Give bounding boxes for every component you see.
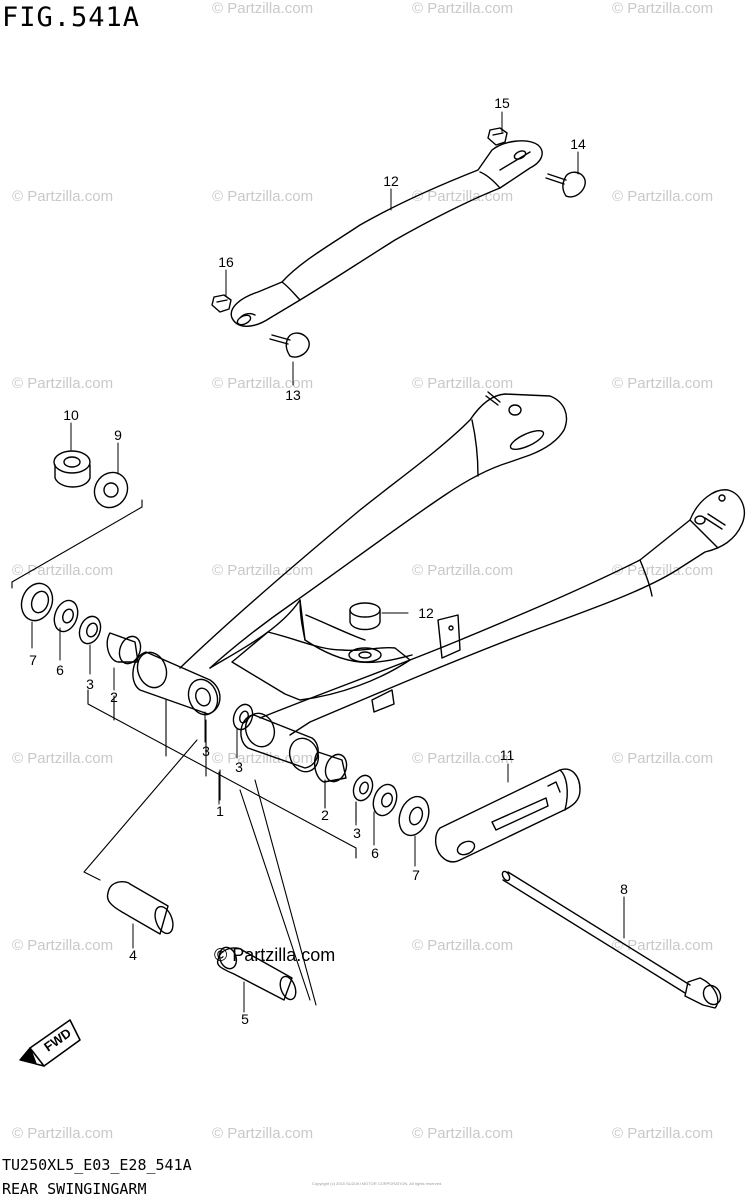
figure-name: REAR SWINGINGARM [2, 1180, 147, 1198]
bearing-3-center [232, 703, 254, 731]
figure-code: TU250XL5_E03_E28_541A [2, 1156, 192, 1174]
nut-16-top [487, 127, 508, 146]
watermark: © Partzilla.com [612, 0, 714, 17]
callout-15: 14 [570, 136, 586, 152]
fwd-arrow-icon: FWD [19, 1019, 81, 1067]
torque-link [230, 140, 543, 327]
bearing-3-left [78, 615, 102, 645]
sleeve-5 [216, 946, 297, 1001]
watermark: © Partzilla.com [212, 188, 314, 205]
callout-4: 4 [129, 947, 137, 963]
callout-12: 12 [418, 605, 434, 621]
watermark: © Partzilla.com [412, 375, 514, 392]
cushion-12 [348, 602, 382, 663]
watermark: © Partzilla.com [412, 1125, 514, 1142]
watermark: © Partzilla.com [412, 937, 514, 954]
watermark: © Partzilla.com [12, 1125, 114, 1142]
watermark: © Partzilla.com [412, 0, 514, 17]
watermark: © Partzilla.com [612, 188, 714, 205]
callout-3a: 3 [86, 676, 94, 692]
nut-16-left [211, 294, 232, 313]
watermark: © Partzilla.com [12, 937, 114, 954]
callout-10: 10 [63, 407, 79, 423]
callouts: 15 14 12 16 13 10 9 12 7 6 3 2 3 3 1 2 3… [29, 95, 628, 1027]
bushing-2-left [106, 632, 142, 665]
washer-9 [93, 471, 129, 509]
watermark: © Partzilla.com [12, 375, 114, 392]
callout-16a: 15 [494, 95, 510, 111]
callout-2b: 2 [321, 807, 329, 823]
callout-13: 12 [383, 173, 399, 189]
callout-7a: 7 [29, 652, 37, 668]
callout-11: 11 [500, 747, 515, 763]
spacer-10 [53, 450, 91, 488]
pivot-shaft-8 [501, 870, 722, 1009]
leader-lines [31, 111, 625, 1013]
watermark: © Partzilla.com [412, 562, 514, 579]
swingarm [132, 391, 746, 773]
watermark: © Partzilla.com [612, 562, 714, 579]
watermark: © Partzilla.com [412, 188, 514, 205]
sleeve-4 [106, 880, 174, 935]
watermark: © Partzilla.com [212, 375, 314, 392]
callout-8: 8 [620, 881, 628, 897]
figure-title: FIG.541A [2, 2, 141, 33]
washer-6-left [53, 599, 79, 633]
seal-7-right [398, 795, 430, 837]
watermark: © Partzilla.com [612, 750, 714, 767]
watermark: © Partzilla.com [412, 750, 514, 767]
bolt-14 [269, 332, 310, 358]
washer-6-right [372, 783, 398, 817]
callout-16b: 16 [218, 254, 234, 270]
callout-7b: 7 [412, 867, 420, 883]
bushing-2-right [313, 751, 348, 783]
bearing-3-right [352, 774, 374, 802]
watermark: © Partzilla.com [612, 937, 714, 954]
seal-7-left [20, 582, 54, 622]
watermark: © Partzilla.com [12, 562, 114, 579]
copyright-fine-print: Copyright (c) 2015 SUZUKI MOTOR CORPORAT… [312, 1181, 443, 1186]
watermark: © Partzilla.com [612, 1125, 714, 1142]
watermark: © Partzilla.com [12, 188, 114, 205]
callout-2a: 2 [110, 689, 118, 705]
callout-5: 5 [241, 1011, 249, 1027]
watermark: © Partzilla.com [212, 0, 314, 17]
callout-3b: 3 [202, 743, 210, 759]
watermark: © Partzilla.com [612, 375, 714, 392]
callout-3c: 3 [235, 759, 243, 775]
callout-3d: 3 [353, 825, 361, 841]
watermark: © Partzilla.com [212, 1125, 314, 1142]
bolt-15 [545, 171, 586, 198]
callout-1: 1 [216, 803, 224, 819]
callout-9: 9 [114, 427, 122, 443]
guide-lines [11, 499, 357, 1006]
watermark-prominent: © Partzilla.com [214, 945, 336, 965]
watermark: © Partzilla.com [12, 750, 114, 767]
callout-14: 13 [285, 387, 301, 403]
watermark: © Partzilla.com [212, 562, 314, 579]
callout-6a: 6 [56, 662, 64, 678]
chain-guard-11 [434, 768, 581, 863]
callout-6b: 6 [371, 845, 379, 861]
